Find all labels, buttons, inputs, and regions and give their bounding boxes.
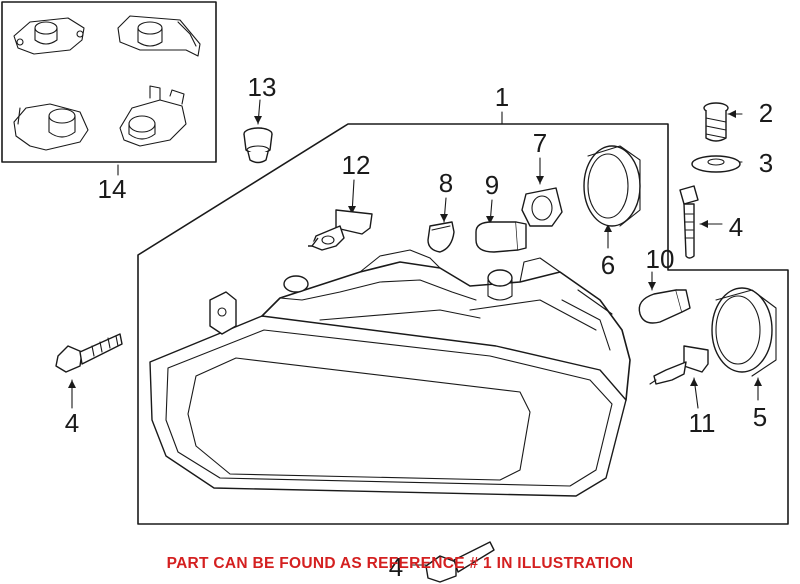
callout-8: 8 bbox=[439, 168, 453, 198]
callout-12: 12 bbox=[342, 150, 371, 180]
callout-10: 10 bbox=[646, 244, 675, 274]
bolt-4-right bbox=[679, 185, 699, 259]
callout-1: 1 bbox=[495, 82, 509, 112]
callout-14: 14 bbox=[98, 174, 127, 204]
callout-2: 2 bbox=[759, 98, 773, 128]
inset-box-14 bbox=[1, 1, 217, 163]
callout-13: 13 bbox=[248, 72, 277, 102]
bulb-8 bbox=[427, 221, 455, 253]
inset-socket-part-b bbox=[117, 15, 201, 57]
cap-ring-6 bbox=[583, 145, 641, 227]
grommet-13 bbox=[243, 127, 273, 164]
callout-7: 7 bbox=[533, 128, 547, 158]
inset-socket-part-c bbox=[13, 103, 89, 151]
socket-7 bbox=[521, 187, 563, 227]
leader-arrowheads bbox=[68, 110, 762, 388]
bolt-4-left bbox=[55, 333, 123, 373]
leader-lines bbox=[71, 99, 759, 566]
callout-3: 3 bbox=[759, 148, 773, 178]
bolt-4-bottom bbox=[425, 541, 495, 583]
callout-4-left: 4 bbox=[65, 408, 79, 438]
callout-4-bottom: 4 bbox=[389, 552, 403, 582]
inset-socket-part-d bbox=[119, 85, 187, 147]
callout-4-right: 4 bbox=[729, 212, 743, 242]
main-assembly-outline bbox=[137, 123, 789, 525]
callout-5: 5 bbox=[753, 402, 767, 432]
inset-socket-part-a bbox=[13, 17, 85, 55]
callout-9: 9 bbox=[485, 170, 499, 200]
bulb-10 bbox=[638, 289, 691, 324]
headlamp-assembly-1 bbox=[149, 249, 631, 497]
bulb-9 bbox=[475, 221, 527, 253]
screw-2 bbox=[703, 102, 729, 142]
callout-11: 11 bbox=[689, 408, 716, 438]
cap-ring-5 bbox=[711, 287, 777, 377]
washer-3 bbox=[691, 155, 741, 173]
callout-6: 6 bbox=[601, 250, 615, 280]
reference-note: PART CAN BE FOUND AS REFERENCE # 1 IN IL… bbox=[166, 555, 634, 572]
bulb-12 bbox=[308, 209, 373, 251]
bulb-11 bbox=[649, 345, 709, 385]
